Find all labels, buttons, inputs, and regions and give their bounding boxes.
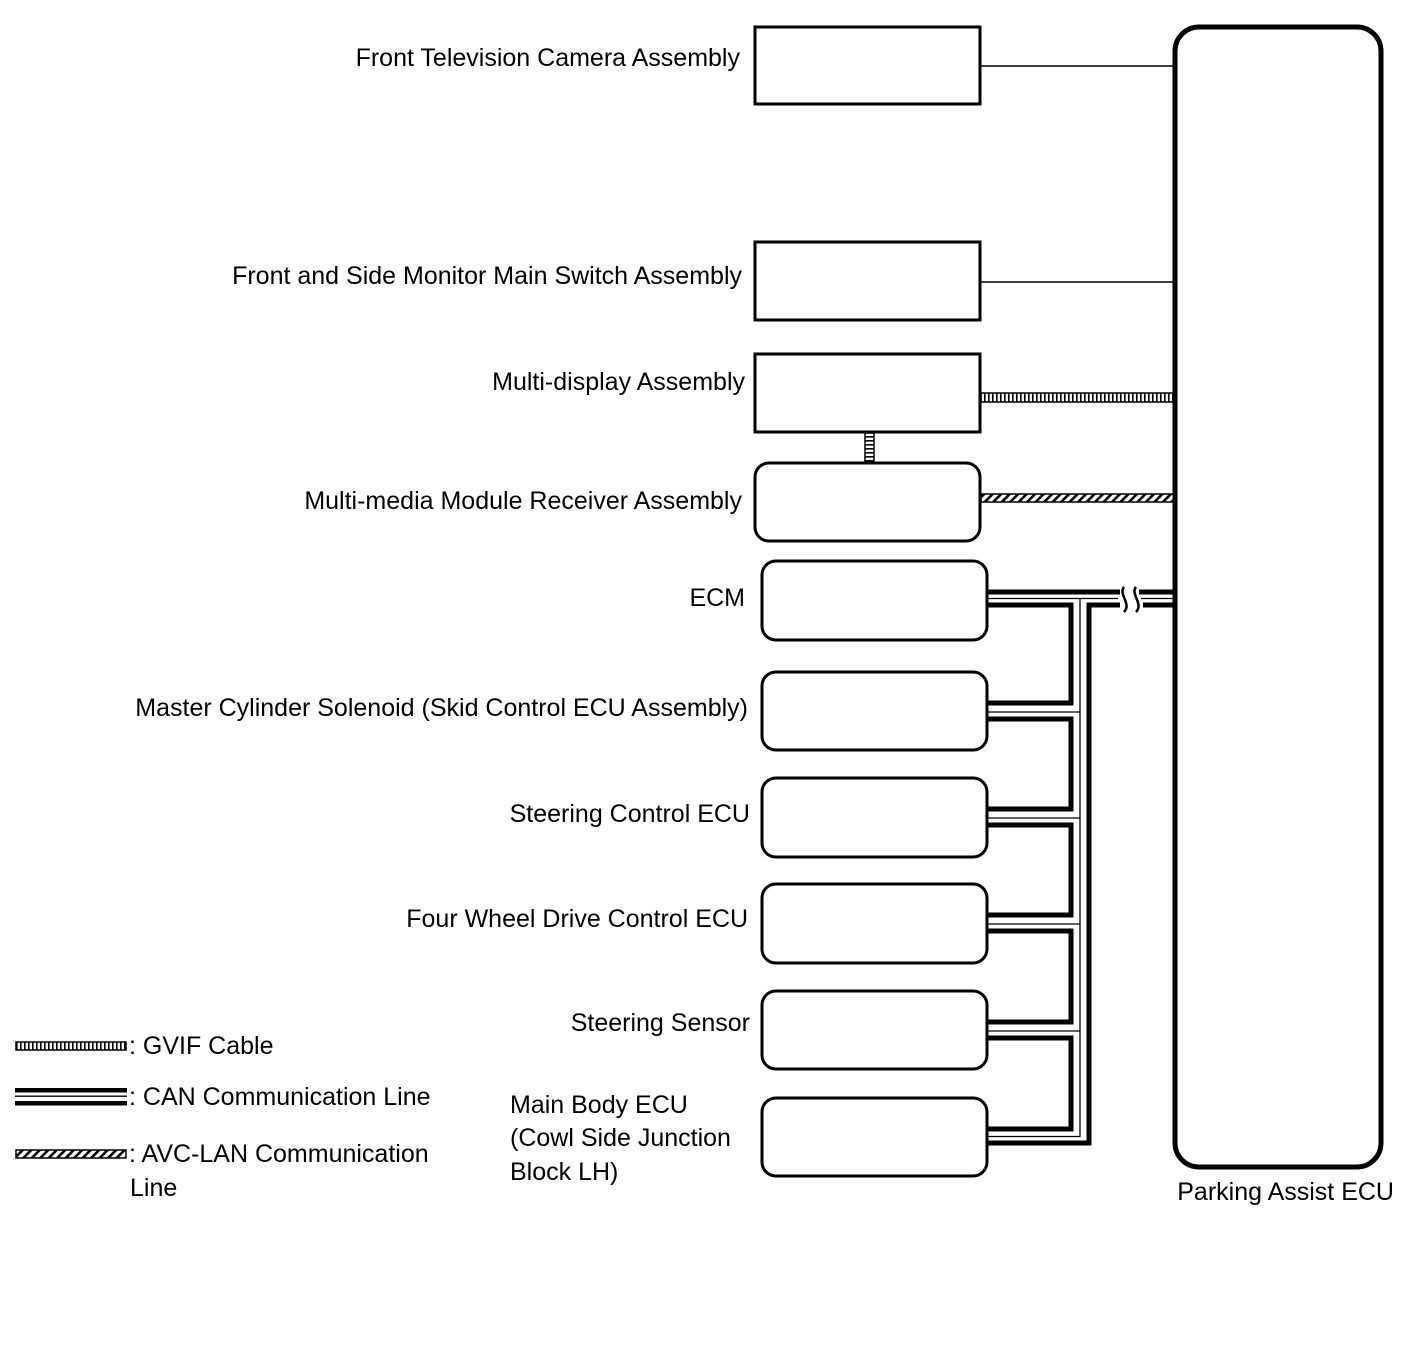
four-wheel-drive-label: Four Wheel Drive Control ECU (406, 905, 748, 933)
parking-assist-ecu-box (1172, 24, 1384, 1170)
main-body-ecu-label-line2: (Cowl Side Junction (510, 1124, 731, 1152)
master-cylinder-label: Master Cylinder Solenoid (Skid Control E… (135, 694, 748, 722)
front-camera-box (753, 25, 982, 106)
main-body-ecu-label-line3: Block LH) (510, 1158, 618, 1186)
legend: : GVIF Cable : CAN Communication Line : … (15, 1032, 431, 1202)
legend-avc-swatch (15, 1149, 127, 1159)
steering-sensor-label: Steering Sensor (571, 1009, 750, 1037)
ecm-label: ECM (689, 584, 745, 612)
multi-display-box (753, 352, 982, 434)
legend-gvif-label: : GVIF Cable (129, 1032, 274, 1060)
can-bus (987, 586, 1176, 1146)
avc-lan-line (980, 493, 1176, 503)
multimedia-receiver-label: Multi-media Module Receiver Assembly (304, 487, 742, 515)
parking-assist-ecu-label: Parking Assist ECU (1177, 1178, 1394, 1206)
legend-can-swatch (15, 1088, 127, 1106)
ecm-box (760, 559, 989, 642)
multimedia-receiver-box (753, 461, 982, 543)
gvif-cable-display-to-ecu (980, 392, 1176, 403)
master-cylinder-box (760, 670, 989, 752)
steering-control-box (760, 776, 989, 859)
gvif-cable-display-to-receiver (864, 432, 875, 463)
monitor-switch-box (753, 240, 982, 322)
legend-avc-label-line1: : AVC-LAN Communication (129, 1140, 429, 1168)
steering-sensor-box (760, 989, 989, 1071)
legend-can-label: : CAN Communication Line (129, 1083, 431, 1111)
multi-display-label: Multi-display Assembly (492, 368, 745, 396)
steering-control-label: Steering Control ECU (510, 800, 750, 828)
legend-avc-label-line2: Line (130, 1174, 177, 1202)
front-camera-label: Front Television Camera Assembly (356, 44, 741, 72)
main-body-ecu-box (760, 1096, 989, 1178)
monitor-switch-label: Front and Side Monitor Main Switch Assem… (232, 262, 742, 290)
main-body-ecu-label-line1: Main Body ECU (510, 1091, 688, 1119)
legend-gvif-swatch (15, 1041, 127, 1051)
four-wheel-drive-box (760, 882, 989, 965)
